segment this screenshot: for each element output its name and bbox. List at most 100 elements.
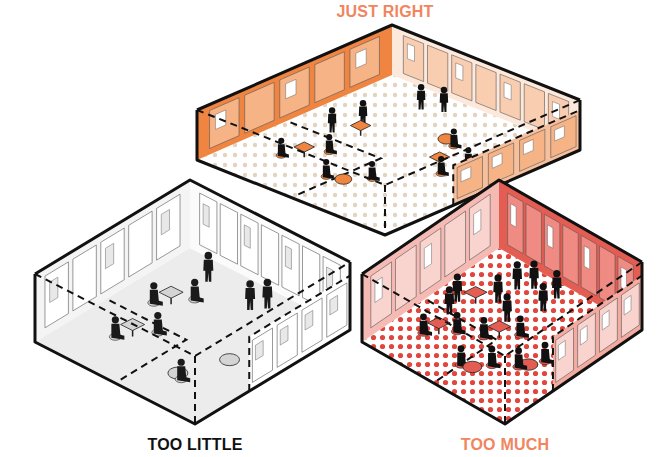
room: TOO LITTLE bbox=[28, 175, 363, 457]
wall-panel bbox=[350, 36, 379, 87]
pinned-paper bbox=[285, 246, 291, 269]
wall-panel bbox=[476, 64, 496, 110]
seated-person bbox=[516, 323, 528, 338]
person-head bbox=[494, 274, 501, 281]
person-head bbox=[246, 280, 254, 288]
wall-panel bbox=[488, 143, 513, 185]
wall-panel bbox=[469, 194, 490, 260]
seated-person bbox=[453, 319, 465, 334]
wall-panel bbox=[420, 228, 441, 294]
person-head bbox=[504, 293, 511, 300]
person-head bbox=[515, 347, 522, 354]
seated-person bbox=[154, 320, 167, 336]
seated-person bbox=[515, 354, 527, 369]
pinned-paper bbox=[424, 243, 431, 268]
zone-line bbox=[428, 300, 497, 381]
person-head bbox=[540, 283, 547, 290]
person-head bbox=[542, 342, 549, 349]
wall-panel bbox=[403, 36, 423, 82]
room-outline bbox=[35, 262, 350, 424]
room-outline bbox=[362, 180, 642, 274]
wall-panel bbox=[526, 204, 541, 265]
lounge-chair bbox=[220, 354, 240, 366]
person-head bbox=[553, 270, 560, 277]
wall-panel bbox=[445, 211, 466, 277]
back-wall bbox=[197, 25, 392, 160]
person-head bbox=[441, 87, 447, 93]
pinned-paper bbox=[286, 79, 296, 98]
room-cut-edge bbox=[362, 262, 642, 356]
room bbox=[362, 180, 642, 424]
room-label: JUST RIGHT bbox=[336, 3, 433, 21]
wall-panel bbox=[315, 52, 344, 103]
pinned-paper bbox=[407, 44, 414, 62]
pinned-paper bbox=[244, 225, 250, 249]
room: TOO MUCH bbox=[355, 175, 650, 457]
wall-panel bbox=[45, 262, 68, 328]
wall-panel bbox=[245, 82, 274, 133]
wall-panel bbox=[277, 313, 297, 367]
wall-panel bbox=[621, 283, 639, 337]
wall-panel bbox=[302, 298, 322, 352]
standing-person bbox=[529, 268, 539, 289]
standing-person bbox=[512, 269, 522, 290]
pinned-paper bbox=[523, 139, 533, 154]
wall-panel bbox=[101, 228, 124, 294]
wall-panel bbox=[129, 211, 152, 277]
seated-person bbox=[420, 321, 432, 336]
wall-panel bbox=[428, 45, 448, 91]
person-head bbox=[517, 315, 524, 322]
person-head bbox=[514, 261, 521, 268]
pinned-paper bbox=[456, 63, 463, 81]
pinned-paper bbox=[330, 295, 338, 315]
room: JUST RIGHT bbox=[185, 0, 595, 242]
room-outline bbox=[197, 25, 580, 110]
wall-panel bbox=[252, 328, 272, 382]
person-head bbox=[418, 84, 424, 90]
pinned-paper bbox=[602, 310, 609, 330]
person-head bbox=[191, 279, 198, 286]
standing-person bbox=[493, 282, 503, 303]
person-head bbox=[530, 260, 537, 267]
pinned-paper bbox=[511, 204, 516, 227]
wall-panel bbox=[282, 235, 299, 296]
seated-person bbox=[111, 324, 124, 340]
person-head bbox=[454, 273, 461, 280]
person-head bbox=[454, 312, 461, 319]
seated-person bbox=[488, 353, 500, 368]
wall-panel bbox=[544, 214, 559, 275]
wall-panel bbox=[581, 235, 596, 296]
person-head bbox=[205, 252, 213, 260]
seated-person bbox=[191, 286, 204, 302]
person-head bbox=[360, 100, 366, 106]
pinned-paper bbox=[547, 225, 552, 249]
pinned-paper bbox=[584, 246, 589, 269]
room-cut-edge bbox=[384, 185, 386, 235]
standing-person bbox=[245, 288, 255, 310]
pinned-paper bbox=[558, 340, 565, 360]
pinned-paper bbox=[203, 204, 209, 227]
standing-person bbox=[203, 260, 213, 282]
person-head bbox=[369, 161, 375, 167]
person-head bbox=[178, 359, 185, 366]
room-cut-edge bbox=[194, 356, 196, 424]
room-label: TOO MUCH bbox=[461, 436, 549, 454]
person-head bbox=[451, 128, 457, 134]
standing-person bbox=[262, 286, 272, 308]
pinned-paper bbox=[624, 295, 631, 315]
table bbox=[488, 321, 511, 332]
seated-person bbox=[177, 366, 190, 382]
standing-person bbox=[445, 294, 455, 315]
seated-person bbox=[150, 290, 163, 306]
wall-panel bbox=[563, 225, 578, 286]
seated-person bbox=[326, 141, 337, 155]
wall-panel bbox=[395, 245, 416, 311]
room-outline bbox=[35, 180, 350, 274]
standing-person bbox=[502, 301, 512, 322]
room-outline bbox=[362, 262, 642, 424]
person-head bbox=[446, 286, 453, 293]
wall-panel bbox=[578, 313, 596, 367]
person-head bbox=[150, 282, 157, 289]
wall-panel bbox=[157, 194, 180, 260]
pinned-paper bbox=[305, 310, 313, 330]
